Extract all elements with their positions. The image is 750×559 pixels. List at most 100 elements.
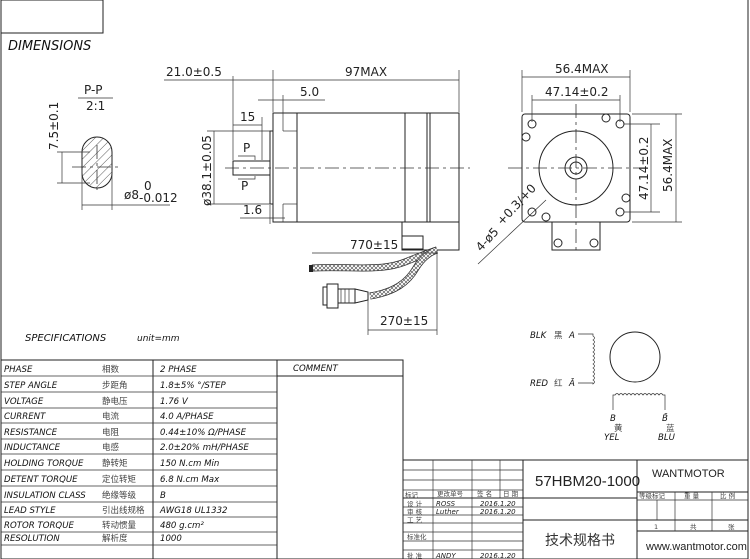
wire-bn-label: B̄ <box>662 412 668 424</box>
wiring-diagram: BLK 黑 A RED 红 Ā B 黄 YEL B̄ 蓝 BLU <box>530 331 676 443</box>
approval-date: 2016.1.20 <box>480 500 516 508</box>
spec-name-cn: 转动惯量 <box>102 520 137 531</box>
wire-b-color: YEL <box>604 433 620 443</box>
front-hole-spacing-v-dim: 47.14±0.2 <box>637 137 651 201</box>
approval-role: 工 艺 <box>407 516 423 524</box>
connector-icon <box>322 283 369 309</box>
mount-hole-tol: +0.3/+0 <box>494 181 539 228</box>
company-name: WANTMOTOR <box>652 468 725 480</box>
front-hole-spacing-dim: 47.14±0.2 <box>545 85 609 99</box>
spec-name-cn: 相数 <box>102 364 120 375</box>
model-number: 57HBM20-1000 <box>535 473 640 490</box>
wire-b-cn: 黄 <box>614 423 623 434</box>
flange-thickness-dim: 5.0 <box>300 85 319 99</box>
spec-name-cn: 电流 <box>102 411 120 422</box>
title-block: 57HBM20-1000 WANTMOTOR 技术规格书 www.wantmot… <box>402 459 749 559</box>
wire-bn-color: BLU <box>658 433 676 443</box>
wire-an-label: Ā <box>568 378 575 389</box>
spec-row: INSULATION CLASS 绝缘等级 B <box>1 490 277 503</box>
spec-name-cn: 静转矩 <box>102 458 128 469</box>
approval-role: 批 准 <box>407 551 423 559</box>
wire-a-cn: 黑 <box>554 331 563 341</box>
scale-label: 比 例 <box>720 491 735 500</box>
spec-value: 4.0 A/PHASE <box>160 412 214 422</box>
spec-name: DETENT TORQUE <box>4 475 78 485</box>
approval-row: 设 计 ROSS 2016.1.20 <box>407 499 516 508</box>
section-label: P-P <box>84 83 103 97</box>
shaft-tol-upper: 0 <box>144 179 152 193</box>
approval-name: ROSS <box>436 500 456 508</box>
spec-name-cn: 步距角 <box>102 380 128 391</box>
spec-name: PHASE <box>4 365 33 375</box>
wire-bn-cn: 蓝 <box>666 423 675 434</box>
spec-row: PHASE 相数 2 PHASE <box>1 364 277 377</box>
tb-header-change: 更改单号 <box>437 489 464 498</box>
wire-b-label: B <box>610 414 616 424</box>
spec-value: 6.8 N.cm Max <box>160 475 220 485</box>
weight-label: 重 量 <box>684 492 700 500</box>
comment-header: COMMENT <box>293 364 338 374</box>
motor-front-view: 56.4MAX 47.14±0.2 47.14±0.2 56.4MAX 4-ø5… <box>473 62 682 265</box>
flat-length-dim: 15 <box>240 110 255 124</box>
document-title: 技术规格书 <box>545 533 615 549</box>
flat-dimension: 7.5±0.1 <box>47 102 61 150</box>
spec-name-cn: 定位转矩 <box>102 474 137 485</box>
mount-hole-spec: 4-ø5 <box>473 225 502 254</box>
spec-name: VOLTAGE <box>4 397 44 407</box>
spec-name: INDUCTANCE <box>4 443 61 453</box>
spec-name-cn: 引出线规格 <box>102 505 145 516</box>
shaft-tol-lower: -0.012 <box>139 191 178 205</box>
spec-value: 1.76 V <box>160 397 189 407</box>
tb-header-date: 日 期 <box>503 490 519 498</box>
grade-mark-label: 等级标记 <box>639 491 666 500</box>
connector-lead-dim: 270±15 <box>380 314 428 328</box>
tb-header-mark: 标记 <box>405 490 419 499</box>
approval-row: 标准化 <box>407 532 427 541</box>
specifications-heading: SPECIFICATIONS <box>25 333 107 344</box>
spec-name: RESOLUTION <box>4 534 60 544</box>
spec-name: INSULATION CLASS <box>4 491 86 501</box>
approval-row: 工 艺 <box>407 516 423 524</box>
shaft-section-view: P-P 2:1 7.5±0.1 ø8 0 -0.012 <box>47 83 178 210</box>
sheet-number: 1 <box>654 523 658 531</box>
spec-value: 2 PHASE <box>160 365 197 375</box>
wire-an-color: RED <box>530 379 548 389</box>
spec-value: 2.0±20% mH/PHASE <box>160 443 249 453</box>
dimensions-heading: DIMENSIONS <box>8 39 91 54</box>
spec-name: CURRENT <box>4 412 46 422</box>
spec-row: CURRENT 电流 4.0 A/PHASE <box>1 411 277 424</box>
spec-name: ROTOR TORQUE <box>4 521 74 531</box>
section-mark-bottom: P <box>241 179 248 193</box>
approval-row: 批 准 ANDY 2016.1.20 <box>407 551 516 559</box>
approval-role: 设 计 <box>407 499 423 508</box>
approval-name: ANDY <box>435 552 456 559</box>
body-length-dim: 97MAX <box>345 65 387 79</box>
motor-side-view: 21.0±0.5 97MAX 5.0 15 ø38.1±0.05 1.6 P P <box>164 65 470 335</box>
spec-row: DETENT TORQUE 定位转矩 6.8 N.cm Max <box>1 474 277 487</box>
spec-name-cn: 绝缘等级 <box>102 490 137 501</box>
tb-header-signature: 签 名 <box>477 489 492 498</box>
spec-name-cn: 电阻 <box>102 427 120 438</box>
spec-name: RESISTANCE <box>4 428 58 438</box>
pilot-diameter-dim: ø38.1±0.05 <box>200 135 214 206</box>
approval-role: 审 核 <box>407 507 423 516</box>
pilot-height-dim: 1.6 <box>243 203 262 217</box>
spec-name: LEAD STYLE <box>4 506 56 516</box>
spec-value: B <box>160 491 166 501</box>
spec-name-cn: 解析度 <box>102 533 128 544</box>
approval-date: 2016.1.20 <box>480 552 516 559</box>
spec-value: 150 N.cm Min <box>160 459 219 469</box>
wire-an-cn: 红 <box>554 378 563 389</box>
front-width-dim: 56.4MAX <box>555 62 609 76</box>
spec-value: 1.8±5% °/STEP <box>160 381 227 391</box>
website: www.wantmotor.com <box>645 541 747 553</box>
